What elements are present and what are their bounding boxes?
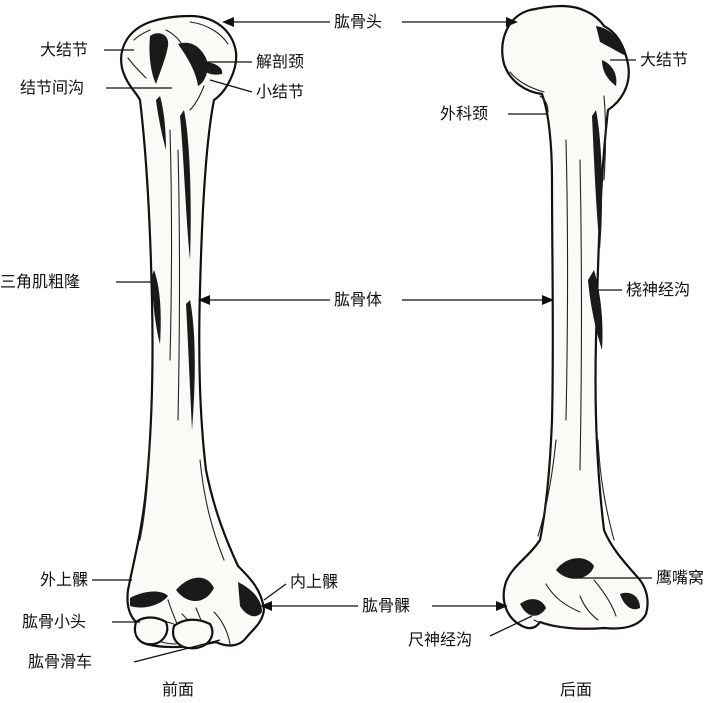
label-olecranon-fossa: 鹰嘴窝 (656, 568, 705, 587)
view-caption-anterior: 前面 (162, 680, 195, 699)
posterior-bone-outline (501, 4, 649, 630)
view-caption-posterior: 后面 (560, 680, 593, 699)
leader-lines (92, 17, 652, 663)
posterior-humerus (501, 4, 649, 630)
label-greater-tubercle-posterior: 大结节 (640, 50, 689, 69)
label-surgical-neck: 外科颈 (440, 104, 489, 123)
label-lesser-tubercle: 小结节 (256, 82, 305, 101)
label-trochlea: 肱骨滑车 (28, 652, 93, 671)
label-intertubercular-groove: 结节间沟 (20, 78, 85, 97)
label-ulnar-groove: 尺神经沟 (408, 630, 473, 649)
label-capitulum: 肱骨小头 (22, 612, 87, 631)
anterior-humerus (120, 14, 266, 650)
label-humeral-head: 肱骨头 (334, 12, 383, 31)
label-anatomical-neck: 解剖颈 (256, 52, 305, 71)
label-greater-tubercle-anterior: 大结节 (40, 40, 89, 59)
label-medial-epicondyle: 内上髁 (290, 572, 339, 591)
label-humeral-body: 肱骨体 (334, 290, 383, 309)
label-radial-groove: 桡神经沟 (626, 280, 691, 299)
label-humeral-condyle: 肱骨髁 (362, 596, 411, 615)
label-lateral-epicondyle: 外上髁 (40, 570, 89, 589)
label-deltoid-tuberosity: 三角肌粗隆 (0, 272, 81, 291)
